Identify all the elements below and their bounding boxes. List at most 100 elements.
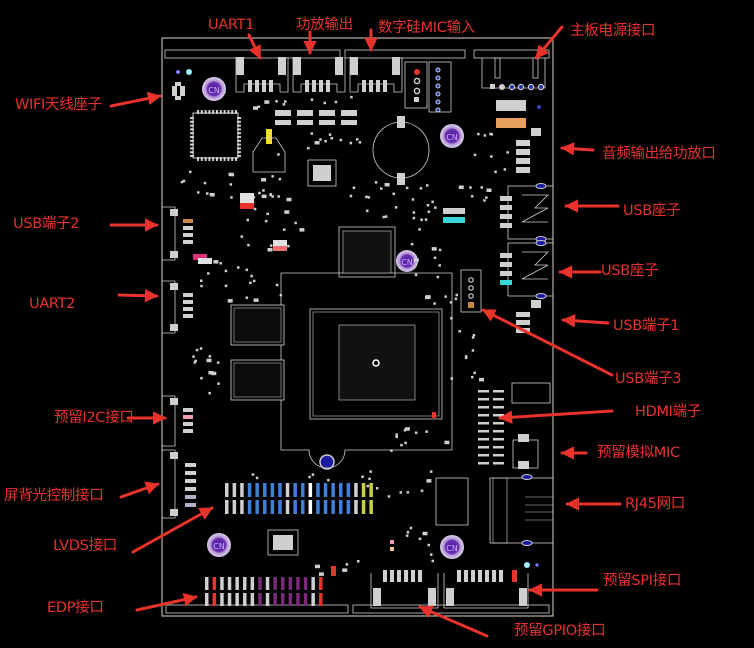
edp-pin [311, 593, 315, 606]
smd-part [262, 189, 265, 192]
arrow-usb-port-1 [561, 314, 610, 328]
qfn-pin [190, 136, 194, 138]
lvds-pin [308, 500, 313, 514]
edp-pin [205, 593, 209, 606]
smd-part [200, 284, 203, 288]
lvds-pin [323, 483, 328, 497]
smd-part [425, 295, 431, 299]
smd-part [422, 531, 428, 536]
smd-part [433, 302, 436, 305]
smd-part [418, 537, 422, 541]
lvds-connector [225, 483, 373, 514]
smd-part [315, 564, 320, 569]
smd-part [224, 284, 228, 288]
resistor-array-top [275, 110, 357, 125]
yellow-component [266, 129, 272, 144]
smd-part [473, 153, 477, 157]
edp-pin [258, 577, 262, 590]
qfn-pin [237, 117, 241, 119]
lvds-pin [316, 483, 320, 497]
smd-part [458, 330, 461, 333]
edp-pin [303, 577, 308, 590]
smd-part [427, 210, 431, 213]
qfn-pin [237, 155, 241, 157]
hdmi-pin [493, 438, 504, 441]
smd-part [414, 431, 418, 434]
smd-part [342, 568, 348, 572]
edp-pin [281, 577, 285, 590]
hdmi-pin [493, 390, 504, 393]
smd-part [319, 138, 322, 141]
smd-part [307, 147, 310, 150]
qfn-pin [190, 147, 194, 150]
ethernet-phy-chip [435, 477, 469, 526]
qfn-pin [212, 157, 215, 161]
lvds-pin [263, 500, 267, 514]
qfn-pin [237, 143, 241, 146]
annotation-arrows [109, 25, 622, 638]
qfn-pin [200, 110, 203, 114]
smd-part [374, 181, 378, 184]
smd-part [405, 534, 409, 537]
smd-part [294, 221, 297, 225]
board-outline [161, 37, 554, 617]
smd-part [427, 543, 430, 547]
label-wifi-antenna: WIFI天线座子 [15, 97, 102, 113]
smd-part [490, 155, 493, 158]
lvds-pin [285, 500, 290, 514]
smd-part [206, 358, 212, 363]
qfn-pin [235, 110, 237, 114]
smd-part [450, 377, 453, 380]
arrow-usb-port-3 [481, 308, 614, 377]
qfn-pin [204, 110, 207, 114]
edp-pin [296, 577, 300, 590]
edp-pin [250, 593, 255, 606]
smd-part [264, 219, 268, 223]
qfn-chip [190, 110, 241, 161]
usb-port-3-header [460, 269, 482, 313]
smd-part [194, 359, 197, 363]
smd-part [180, 180, 184, 184]
qfn-pin [219, 110, 222, 114]
label-usb-socket-2: USB座子 [601, 263, 659, 279]
smd-part [240, 203, 254, 209]
smd-part [483, 134, 487, 137]
smd-part [252, 279, 256, 283]
smd-part [323, 101, 326, 105]
smd-part [470, 195, 474, 198]
mounting-hole: CN [202, 77, 226, 101]
smd-part [216, 361, 220, 364]
smd-part [406, 531, 410, 534]
smd-part [464, 356, 468, 360]
smd-part [253, 298, 259, 302]
smd-part [426, 479, 432, 483]
edp-pin [265, 577, 270, 590]
qfn-pin [231, 157, 234, 161]
smd-part [366, 484, 369, 488]
smd-part [267, 248, 273, 252]
smd-part [350, 95, 353, 99]
lvds-pin [316, 500, 320, 514]
cyan-component [443, 217, 465, 223]
hdmi-pin [478, 390, 489, 393]
smd-part [434, 206, 437, 209]
smd-part [253, 106, 258, 110]
bridge-chip [267, 529, 299, 556]
smd-part [247, 243, 250, 247]
edp-pin [311, 577, 315, 590]
smd-part [419, 187, 423, 190]
smd-part [483, 199, 486, 202]
smd-part [208, 371, 214, 375]
smd-part [240, 193, 254, 203]
arrow-wifi [109, 91, 162, 108]
reserved-spi-connector [443, 570, 529, 609]
smd-part [406, 491, 410, 494]
codec-chip [307, 159, 337, 187]
smd-part [197, 191, 200, 194]
usb-socket-upper [500, 183, 554, 242]
amp-output-connector [292, 57, 346, 93]
smd-part [330, 137, 333, 140]
qfn-pin [190, 117, 194, 119]
smd-part [209, 193, 215, 197]
smd-part [471, 336, 475, 339]
